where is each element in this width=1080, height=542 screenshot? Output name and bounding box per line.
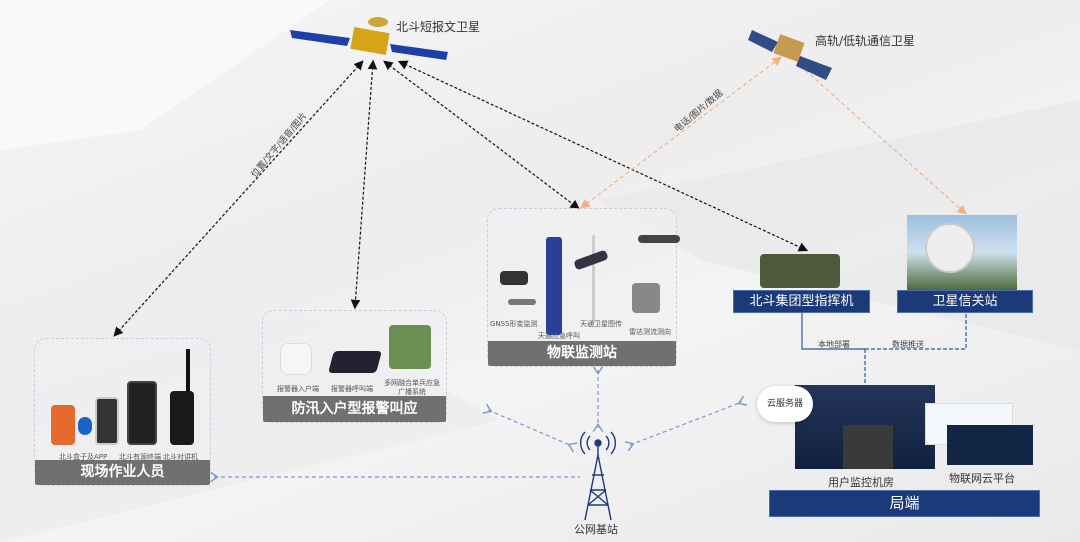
device-caption: 北斗盒子及APP (59, 453, 108, 461)
beidou-satellite-icon (290, 17, 448, 60)
field-staff-panel: 北斗盒子及APP 北斗有源终端 北斗对讲机 现场作业人员 (34, 338, 211, 486)
flood-alarm-title: 防汛入户型报警叫应 (263, 396, 446, 422)
beidou-satellite-label: 北斗短报文卫星 (396, 20, 481, 34)
device-caption: 雷达测流测向 (629, 328, 671, 336)
device-caption: 多网融合单兵应急广播系统 (384, 379, 440, 396)
cloud-server-badge: 云服务器 (757, 386, 813, 422)
comm-satellite-icon (748, 30, 832, 80)
central-title: 局端 (769, 490, 1040, 517)
device-caption: 北斗对讲机 (163, 453, 198, 461)
beidou-active-terminal-device (127, 381, 157, 445)
local-deploy-line (801, 313, 865, 350)
monitor-room-image (795, 385, 935, 469)
server-rack-icon (843, 425, 893, 469)
device-caption: 北斗有源终端 (119, 453, 161, 461)
iot-station-panel: GNSS形变监测 天通应急呼叫 天通卫星图传 雷达测流测向 物联监测站 (487, 208, 680, 367)
link-iot-station (383, 60, 580, 210)
dish-antenna-icon (925, 223, 975, 273)
device-caption: GNSS形变监测 (490, 320, 538, 328)
solar-panel (573, 249, 609, 271)
phone-app-device (95, 397, 119, 445)
cloud-platform-label: 物联网云平台 (949, 472, 1015, 485)
device-caption: 天通卫星图传 (580, 320, 622, 328)
radar-flow-device (638, 235, 680, 243)
gnss-device (500, 271, 528, 285)
device-caption: 报警器呼叫端 (331, 385, 373, 393)
alarm-indoor-device (280, 343, 312, 375)
link-base-central (624, 395, 748, 452)
data-push-line (865, 313, 967, 350)
link-field-staff (113, 60, 364, 337)
alarm-caller-device (328, 351, 382, 373)
gnss-base (508, 299, 536, 305)
iot-station-title: 物联监测站 (488, 341, 676, 366)
base-station-label: 公网基站 (574, 523, 618, 536)
device-caption: 报警器入户端 (277, 385, 319, 393)
bluetooth-icon (78, 417, 92, 435)
link-sat-iot (580, 56, 782, 209)
gateway-title: 卫星信关站 (897, 290, 1033, 313)
gateway-station-image (907, 215, 1017, 290)
monitor-room-label: 用户监控机房 (828, 476, 894, 489)
field-staff-title: 现场作业人员 (35, 460, 210, 485)
emergency-call-pillar-device (546, 237, 562, 335)
cloud-platform-dashboard (947, 425, 1033, 465)
flood-alarm-panel: 报警器入户端 报警器呼叫端 多网融合单兵应急广播系统 防汛入户型报警叫应 (262, 310, 447, 423)
radar-cabinet (632, 283, 660, 313)
base-station-tower-icon (579, 431, 617, 521)
link-alarm-base (482, 403, 578, 453)
comm-satellite-label: 高轨/低轨通信卫星 (815, 34, 916, 48)
beidou-walkie-talkie-device (170, 391, 194, 445)
link-sat-gateway (804, 69, 967, 215)
satellite-image-pole-device (592, 235, 595, 323)
beidou-box-device (51, 405, 75, 445)
data-push-label: 数据推送 (892, 340, 924, 349)
link-commander (397, 60, 809, 252)
antenna-icon (186, 349, 190, 393)
broadcast-system-device (389, 325, 431, 369)
link-flood-alarm (350, 59, 378, 310)
device-caption: 天通应急呼叫 (538, 332, 580, 340)
commander-device-image (760, 254, 840, 288)
local-deploy-label: 本地部署 (818, 340, 850, 349)
commander-title: 北斗集团型指挥机 (733, 290, 870, 313)
